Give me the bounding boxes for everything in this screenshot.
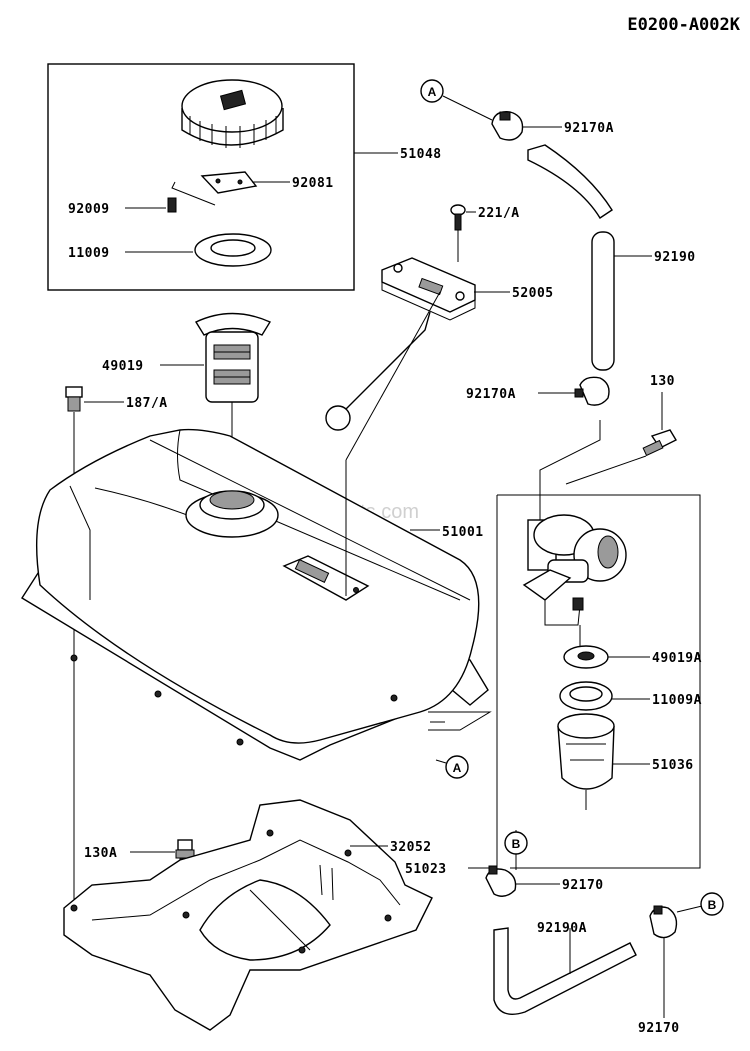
- fuel-tank: [21, 428, 489, 761]
- fuel-hose-92190A: [493, 927, 637, 1015]
- drain-bolt: [65, 386, 83, 412]
- valve-group-box: [497, 494, 701, 869]
- valve-o-ring: [559, 681, 613, 711]
- callout-32052: 32052: [390, 840, 432, 855]
- marker-b-mid-label: B: [512, 837, 521, 851]
- cap-group-box: [47, 63, 355, 291]
- hose-bend: [527, 144, 613, 219]
- callout-187A: 187/A: [126, 396, 168, 411]
- valve-filter-screen: [563, 645, 609, 669]
- callout-92170A-top: 92170A: [564, 121, 614, 136]
- callout-11009: 11009: [68, 246, 110, 261]
- fuel-cap: [181, 79, 284, 148]
- screw-221A: [450, 204, 466, 231]
- callout-92190: 92190: [654, 250, 696, 265]
- marker-b-mid: [504, 831, 528, 855]
- callout-11009A: 11009A: [652, 693, 702, 708]
- diagram-code: E0200-A002K: [627, 15, 740, 35]
- fuel-strainer: [194, 312, 272, 403]
- base-frame: [63, 799, 433, 1031]
- callout-221A: 221/A: [478, 206, 520, 221]
- callout-92190A: 92190A: [537, 921, 587, 936]
- hose-clamp-92170-mid: [485, 865, 517, 897]
- callout-51048: 51048: [400, 147, 442, 162]
- marker-a-bottom: [445, 755, 469, 779]
- callout-49019A: 49019A: [652, 651, 702, 666]
- fuel-hose-92190: [591, 231, 615, 371]
- marker-b-right: [700, 892, 724, 916]
- cap-gasket: [194, 233, 272, 267]
- callout-130A: 130A: [84, 846, 117, 861]
- callout-51001: 51001: [442, 525, 484, 540]
- callout-51036: 51036: [652, 758, 694, 773]
- callout-92170-mid: 92170: [562, 878, 604, 893]
- fuel-cock-valve: [522, 514, 627, 626]
- marker-a-top-label: A: [428, 85, 437, 99]
- hose-clamp-92170-bottom: [649, 905, 678, 939]
- sediment-cup: [557, 713, 615, 810]
- callout-52005: 52005: [512, 286, 554, 301]
- callout-92170-bottom: 92170: [638, 1021, 680, 1036]
- fuel-gauge: [325, 257, 476, 431]
- callout-92170A-mid: 92170A: [466, 387, 516, 402]
- marker-a-bottom-label: A: [453, 761, 462, 775]
- vent-plate: [171, 171, 258, 206]
- callout-92009: 92009: [68, 202, 110, 217]
- marker-a-top: [420, 79, 444, 103]
- callout-49019: 49019: [102, 359, 144, 374]
- marker-b-right-label: B: [708, 898, 717, 912]
- bolt-130: [642, 429, 677, 457]
- screw-92009: [167, 197, 177, 213]
- callout-92081: 92081: [292, 176, 334, 191]
- hose-clamp-mid: [574, 376, 610, 406]
- callout-51023: 51023: [405, 862, 447, 877]
- callout-130: 130: [650, 374, 675, 389]
- hose-clamp-top: [491, 111, 524, 141]
